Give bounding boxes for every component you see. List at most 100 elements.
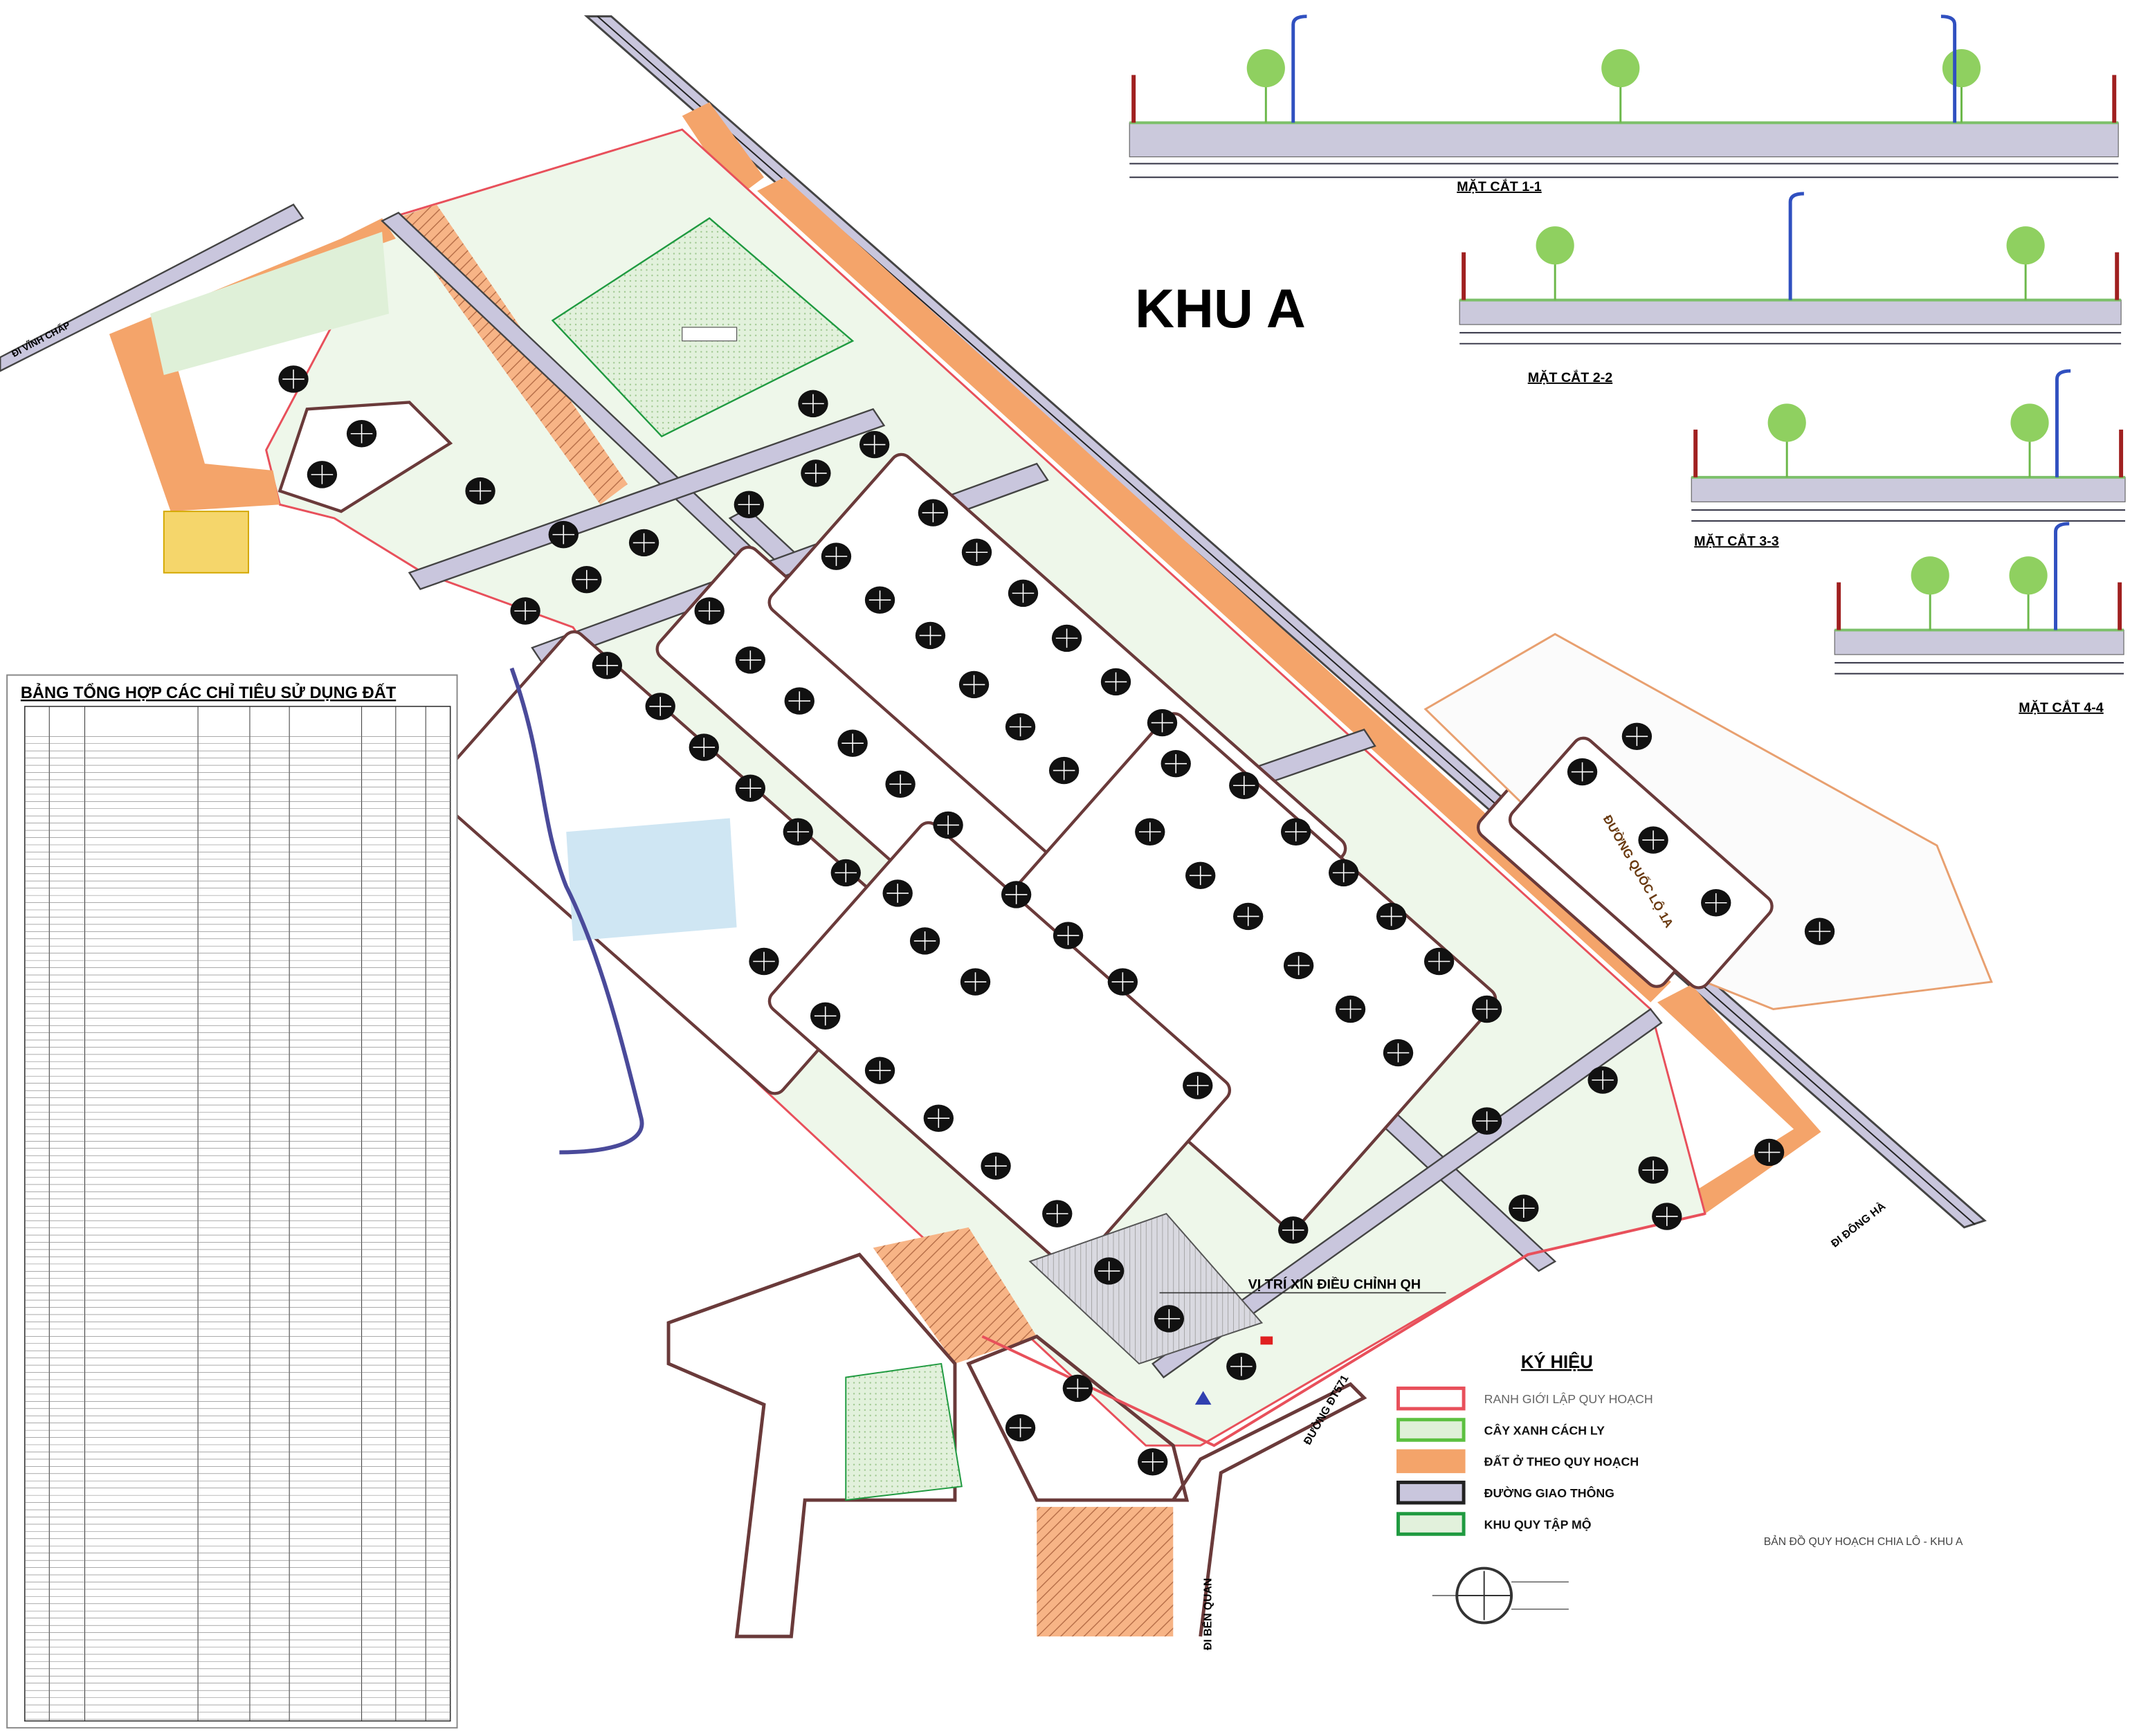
- water-body: [566, 818, 737, 941]
- cross-section-label: MẶT CẮT 1-1: [1457, 178, 1542, 194]
- lot-symbol: [1138, 1448, 1168, 1476]
- lot-symbol: [307, 461, 338, 488]
- lot-symbol: [1587, 1066, 1618, 1094]
- lot-symbol: [1804, 917, 1835, 945]
- lot-symbol: [1185, 861, 1216, 890]
- residential-strip-north: [682, 102, 765, 198]
- lot-symbol: [1376, 902, 1407, 931]
- lot-symbol: [1328, 859, 1359, 887]
- lot-symbol: [918, 499, 949, 527]
- road-label-ben-quan: ĐI BẾN QUAN: [1201, 1578, 1214, 1650]
- boundary-south: [981, 1212, 1706, 1447]
- lot-symbol: [1062, 1374, 1093, 1402]
- residential-sw: [873, 1227, 1037, 1364]
- cross-section-2: MẶT CẮT 2-2: [1459, 192, 2122, 385]
- residential-northwest: [109, 218, 396, 512]
- lot-symbol: [1383, 1039, 1414, 1067]
- legend-swatch: [1396, 1386, 1466, 1411]
- legend-label: CÂY XANH CÁCH LY: [1484, 1423, 1605, 1437]
- lot-symbol: [465, 477, 495, 505]
- lot-symbol: [689, 733, 719, 761]
- lot-symbol: [1638, 826, 1668, 854]
- lot-symbol: [1053, 922, 1084, 949]
- lot-symbol: [548, 520, 579, 549]
- lot-symbol: [734, 491, 765, 518]
- lot-symbol: [1509, 1194, 1539, 1222]
- road-vinh-chap: [0, 203, 304, 372]
- red-marker-icon: [1260, 1336, 1273, 1345]
- lot-symbol: [1567, 758, 1598, 786]
- legend-label: ĐƯỜNG GIAO THÔNG: [1484, 1486, 1614, 1500]
- yellow-plot: [163, 511, 249, 574]
- legend-item: ĐƯỜNG GIAO THÔNG: [1396, 1480, 1614, 1505]
- lot-symbol: [923, 1104, 954, 1132]
- lot-symbol: [1652, 1203, 1682, 1230]
- lot-symbol: [1183, 1072, 1213, 1099]
- lot-symbol: [1005, 1414, 1036, 1442]
- lot-symbol: [1160, 750, 1191, 778]
- lot-symbol: [1335, 995, 1366, 1023]
- lot-symbol: [592, 652, 623, 679]
- table-title: BẢNG TỔNG HỢP CÁC CHỈ TIÊU SỬ DỤNG ĐẤT: [21, 682, 397, 702]
- lot-symbols: [278, 365, 1835, 1476]
- lot-symbol: [1283, 951, 1314, 980]
- lot-symbol: [981, 1152, 1011, 1180]
- legend-label: ĐẤT Ở THEO QUY HOẠCH: [1484, 1454, 1639, 1469]
- green-northwest: [150, 232, 390, 376]
- cross-section-label: MẶT CẮT 4-4: [2019, 699, 2104, 715]
- lot-symbol: [1001, 881, 1032, 908]
- lot-symbol: [783, 818, 813, 846]
- lot-symbol: [278, 365, 309, 393]
- legend-swatch: [1396, 1480, 1466, 1505]
- lot-symbol: [1471, 995, 1502, 1023]
- lot-symbol: [885, 770, 916, 798]
- lot-key-symbol: [1432, 1566, 1569, 1625]
- ne-block: [1508, 736, 1774, 989]
- table-grid: [24, 706, 451, 1722]
- legend-label: RANH GIỚI LẬP QUY HOẠCH: [1484, 1391, 1653, 1406]
- cross-section-4: MẶT CẮT 4-4: [1834, 522, 2124, 715]
- cross-section-label: MẶT CẮT 2-2: [1528, 369, 1613, 385]
- residential-south: [1037, 1506, 1174, 1637]
- cemetery-label-box: [682, 327, 738, 342]
- legend-item: KHU QUY TẬP MỘ: [1396, 1512, 1592, 1536]
- road-label-dong-ha: ĐI ĐÔNG HÀ: [1828, 1199, 1888, 1250]
- lot-symbol: [830, 859, 861, 887]
- legend-item: RANH GIỚI LẬP QUY HOẠCH: [1396, 1386, 1653, 1411]
- legend-title: KÝ HIỆU: [1521, 1351, 1593, 1372]
- road-west: [509, 667, 644, 1155]
- cross-section-1: MẶT CẮT 1-1: [1129, 15, 2119, 194]
- legend-item: ĐẤT Ở THEO QUY HOẠCH: [1396, 1449, 1639, 1474]
- lot-symbol: [572, 565, 602, 594]
- lot-symbol: [882, 879, 913, 907]
- lot-symbol: [784, 687, 814, 715]
- lot-symbol: [915, 621, 946, 650]
- blue-triangle-icon: [1194, 1391, 1212, 1405]
- lot-symbol: [628, 529, 659, 557]
- lot-symbol: [864, 1057, 895, 1084]
- lot-symbol: [1229, 771, 1259, 799]
- legend-item: CÂY XANH CÁCH LY: [1396, 1418, 1605, 1442]
- legend-swatch: [1396, 1418, 1466, 1442]
- lot-symbol: [864, 586, 895, 614]
- lot-symbol: [735, 646, 765, 674]
- lot-symbol: [1008, 579, 1039, 607]
- cemetery-zone-sw: [845, 1362, 963, 1501]
- lot-symbol: [346, 420, 377, 448]
- adjust-label: VỊ TRÍ XIN ĐIỀU CHỈNH QH: [1248, 1277, 1421, 1292]
- lot-symbol: [1154, 1305, 1185, 1333]
- lot-symbol: [1423, 947, 1455, 976]
- lot-symbol: [1226, 1353, 1257, 1380]
- lot-symbol: [1005, 713, 1036, 741]
- lot-symbol: [1701, 889, 1731, 917]
- lot-symbol: [1147, 709, 1178, 737]
- lot-symbol: [1754, 1138, 1785, 1167]
- lot-symbol: [1042, 1200, 1073, 1227]
- lot-symbol: [1233, 902, 1264, 931]
- lot-symbol: [1107, 968, 1138, 996]
- lot-symbol: [837, 729, 868, 757]
- map-title: BẢN ĐỒ QUY HOẠCH CHIA LÔ - KHU A: [1764, 1535, 1963, 1548]
